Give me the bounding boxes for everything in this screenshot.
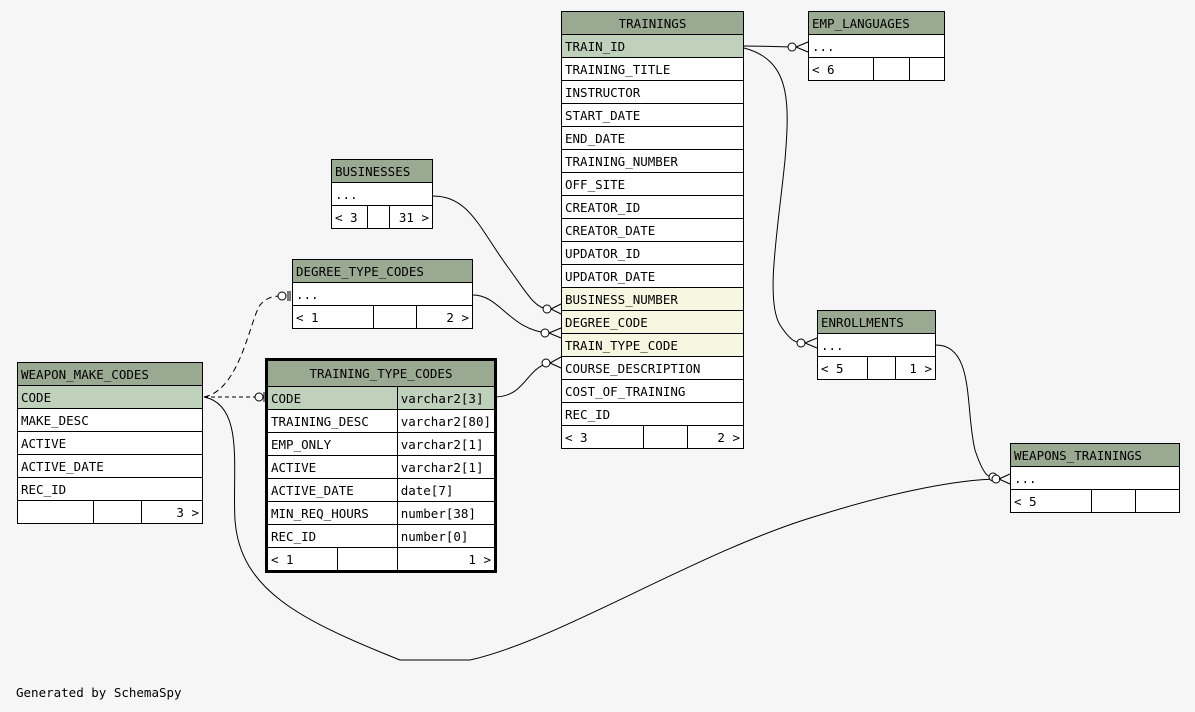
column-row[interactable]: COST_OF_TRAINING [561, 379, 744, 403]
table-title[interactable]: WEAPONS_TRAININGS [1010, 443, 1180, 467]
column-row[interactable]: CREATOR_ID [561, 195, 744, 219]
column-row[interactable]: CREATOR_DATE [561, 218, 744, 242]
parents-count [17, 500, 94, 524]
link-enrollments-weapons [935, 344, 996, 478]
children-count[interactable]: 1 > [396, 547, 496, 571]
link-weapon-make-weapons [203, 396, 996, 661]
column-name[interactable]: EMP_ONLY [267, 432, 398, 456]
column-row[interactable]: REC_ID [17, 477, 203, 501]
table-weapon-make-codes[interactable]: WEAPON_MAKE_CODES CODE MAKE_DESC ACTIVE … [17, 362, 203, 524]
table-emp-languages[interactable]: EMP_LANGUAGES ... < 6 [808, 11, 945, 81]
column-row[interactable]: TRAIN_ID [561, 34, 744, 58]
footer-mid [867, 356, 896, 380]
column-row[interactable]: OFF_SITE [561, 172, 744, 196]
column-name[interactable]: ACTIVE_DATE [267, 478, 398, 502]
footer-mid [373, 305, 417, 329]
table-enrollments[interactable]: ENROLLMENTS ... < 5 1 > [817, 310, 936, 380]
footer-mid [1091, 489, 1136, 513]
table-trainings[interactable]: TRAININGS TRAIN_ID TRAINING_TITLE INSTRU… [561, 11, 744, 449]
columns-collapsed[interactable]: ... [331, 182, 433, 206]
column-name[interactable]: TRAINING_DESC [267, 409, 398, 433]
parents-count[interactable]: < 3 [561, 425, 644, 449]
column-row[interactable]: TRAINING_TITLE [561, 57, 744, 81]
table-title[interactable]: TRAINING_TYPE_CODES [267, 360, 495, 387]
column-type: number[38] [396, 501, 496, 525]
column-row[interactable]: ACTIVE_DATE [17, 454, 203, 478]
column-type: varchar2[1] [396, 455, 496, 479]
children-count[interactable]: 2 > [416, 305, 473, 329]
footer-mid [643, 425, 688, 449]
table-title[interactable]: WEAPON_MAKE_CODES [17, 362, 203, 386]
link-training-type-trainings [493, 362, 549, 398]
link-degree-trainings [472, 294, 549, 334]
column-name[interactable]: CODE [267, 386, 398, 410]
children-count [909, 57, 945, 81]
table-title[interactable]: BUSINESSES [331, 159, 433, 183]
table-title[interactable]: EMP_LANGUAGES [808, 11, 945, 35]
columns-collapsed[interactable]: ... [1010, 466, 1180, 490]
children-count[interactable]: 1 > [895, 356, 936, 380]
column-row[interactable]: DEGREE_CODE [561, 310, 744, 334]
column-name[interactable]: MIN_REQ_HOURS [267, 501, 398, 525]
column-type: varchar2[80] [396, 409, 496, 433]
column-type: date[7] [396, 478, 496, 502]
table-title[interactable]: TRAININGS [561, 11, 744, 35]
column-row[interactable]: TRAINING_NUMBER [561, 149, 744, 173]
column-row[interactable]: ACTIVE [17, 431, 203, 455]
column-row[interactable]: COURSE_DESCRIPTION [561, 356, 744, 380]
table-degree-type-codes[interactable]: DEGREE_TYPE_CODES ... < 1 2 > [292, 259, 473, 329]
column-row[interactable]: TRAIN_TYPE_CODE [561, 333, 744, 357]
columns-collapsed[interactable]: ... [292, 282, 473, 306]
generated-by-label: Generated by SchemaSpy [16, 685, 182, 700]
parents-count[interactable]: < 1 [267, 547, 338, 571]
link-businesses-trainings [432, 195, 549, 310]
table-businesses[interactable]: BUSINESSES ... < 3 31 > [331, 159, 433, 229]
table-weapons-trainings[interactable]: WEAPONS_TRAININGS ... < 5 [1010, 443, 1180, 513]
column-row[interactable]: UPDATOR_DATE [561, 264, 744, 288]
column-type: number[0] [396, 524, 496, 548]
column-type: varchar2[1] [396, 432, 496, 456]
columns-collapsed[interactable]: ... [817, 333, 936, 357]
column-name[interactable]: REC_ID [267, 524, 398, 548]
parents-count[interactable]: < 5 [817, 356, 868, 380]
children-count[interactable]: 31 > [389, 205, 433, 229]
column-name[interactable]: ACTIVE [267, 455, 398, 479]
column-row[interactable]: START_DATE [561, 103, 744, 127]
footer-mid [93, 500, 142, 524]
column-type: varchar2[3] [396, 386, 496, 410]
parents-count[interactable]: < 5 [1010, 489, 1092, 513]
children-count[interactable]: 2 > [687, 425, 744, 449]
column-row[interactable]: END_DATE [561, 126, 744, 150]
columns-collapsed[interactable]: ... [808, 34, 945, 58]
children-count[interactable]: 3 > [141, 500, 203, 524]
link-trainings-enrollments [743, 47, 804, 344]
parents-count[interactable]: < 6 [808, 57, 874, 81]
column-row[interactable]: REC_ID [561, 402, 744, 426]
parents-count[interactable]: < 3 [331, 205, 368, 229]
table-title[interactable]: DEGREE_TYPE_CODES [292, 259, 473, 283]
children-count [1135, 489, 1180, 513]
footer-mid [873, 57, 910, 81]
table-title[interactable]: ENROLLMENTS [817, 310, 936, 334]
column-row[interactable]: INSTRUCTOR [561, 80, 744, 104]
table-training-type-codes[interactable]: TRAINING_TYPE_CODES CODE varchar2[3] TRA… [265, 358, 497, 573]
column-row[interactable]: BUSINESS_NUMBER [561, 287, 744, 311]
column-row[interactable]: UPDATOR_ID [561, 241, 744, 265]
footer-mid [367, 205, 390, 229]
column-row[interactable]: MAKE_DESC [17, 408, 203, 432]
column-row[interactable]: CODE [17, 385, 203, 409]
parents-count[interactable]: < 1 [292, 305, 374, 329]
footer-mid [336, 547, 398, 571]
